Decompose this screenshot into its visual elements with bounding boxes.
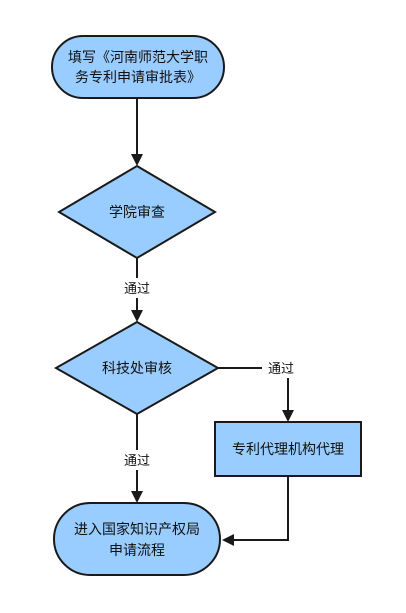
arrow-head-icon [131, 154, 143, 166]
edge-label-pass-1: 通过 [124, 282, 150, 297]
arrow-head-icon [131, 310, 143, 322]
node-end: 进入国家知识产权局 申请流程 [53, 502, 221, 576]
agency-label: 专利代理机构代理 [232, 442, 344, 458]
sci-review-decision [53, 320, 221, 416]
arrow-head-icon [131, 491, 143, 503]
edge-labels: 通过 通过 通过 [118, 278, 300, 470]
end-terminator [53, 502, 221, 576]
sci-review-label: 科技处审核 [102, 361, 172, 377]
edge-agency-to-end [234, 476, 289, 541]
agency-process [214, 421, 362, 477]
end-line-1: 进入国家知识产权局 [74, 521, 200, 538]
end-line-2: 申请流程 [109, 543, 165, 559]
start-terminator [51, 35, 225, 99]
edges [131, 98, 294, 546]
college-review-decision [57, 164, 217, 260]
start-line-2: 务专利申请审批表》 [75, 70, 201, 86]
edge-label-pass-3: 通过 [124, 454, 150, 469]
college-review-label: 学院审查 [109, 205, 165, 221]
node-sci-review: 科技处审核 [53, 320, 221, 416]
edge-label-pass-2: 通过 [268, 362, 294, 377]
arrow-head-icon [282, 410, 294, 422]
start-line-1: 填写《河南师范大学职 [68, 49, 208, 66]
arrow-head-icon [222, 534, 234, 546]
node-agency: 专利代理机构代理 [214, 421, 362, 477]
node-start: 填写《河南师范大学职 务专利申请审批表》 [51, 35, 225, 99]
node-college-review: 学院审查 [57, 164, 217, 260]
